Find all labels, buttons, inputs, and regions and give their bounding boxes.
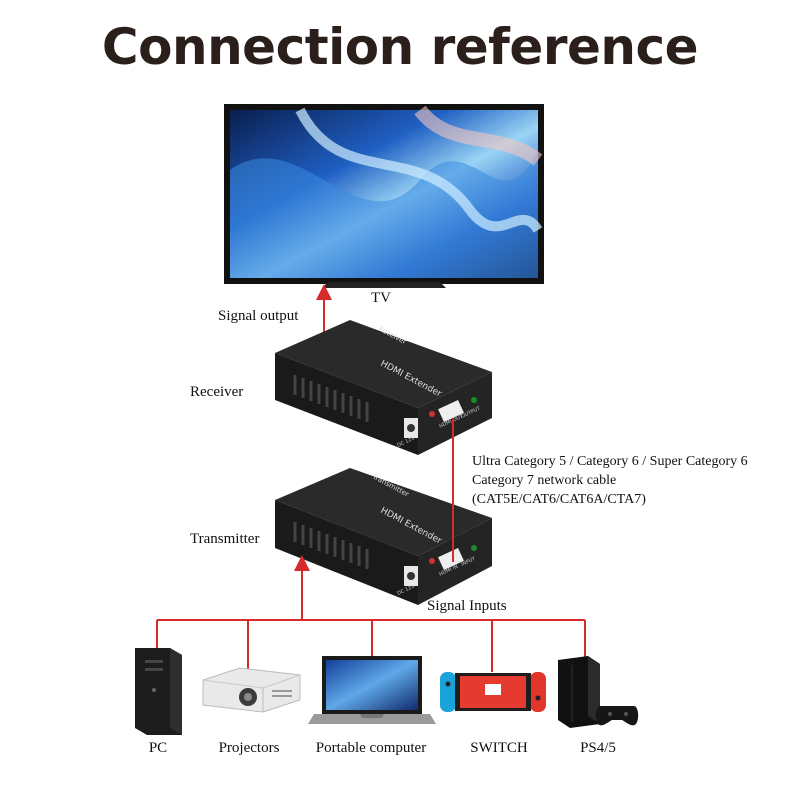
projector-icon <box>202 667 301 713</box>
pc-tower-icon <box>135 648 182 735</box>
transmitter-label: Transmitter <box>190 531 260 547</box>
cable-line-1: Ultra Category 5 / Category 6 / Super Ca… <box>472 454 748 469</box>
game-controller-icon <box>595 706 639 726</box>
cable-line-3: (CAT5E/CAT6/CAT6A/CTA7) <box>472 492 646 507</box>
ps4-console-icon <box>558 656 600 728</box>
cable-line-2: Category 7 network cable <box>472 473 617 488</box>
page-title: Connection reference <box>101 18 699 76</box>
device-label-projectors: Projectors <box>218 740 280 756</box>
signal-inputs-label: Signal Inputs <box>427 598 507 614</box>
switch-console-icon <box>440 672 546 712</box>
signal-input-lines <box>156 555 586 672</box>
signal-output-label: Signal output <box>218 308 299 324</box>
device-label-ps4: PS4/5 <box>580 740 616 756</box>
laptop-icon <box>308 656 436 724</box>
device-label-switch: SWITCH <box>470 740 528 756</box>
tv-label: TV <box>371 290 391 306</box>
tv-icon <box>224 104 544 288</box>
receiver-label: Receiver <box>190 384 244 400</box>
transmitter-device-icon: HDMI Extender Transmitter DC 12V HDMI IN… <box>275 468 492 605</box>
device-label-portable-computer: Portable computer <box>315 740 427 756</box>
cable-description: Ultra Category 5 / Category 6 / Super Ca… <box>472 452 748 509</box>
device-label-pc: PC <box>148 740 168 756</box>
receiver-device-icon: HDMI Extender Receiver DC 12V HDMI OUT O… <box>275 320 492 455</box>
